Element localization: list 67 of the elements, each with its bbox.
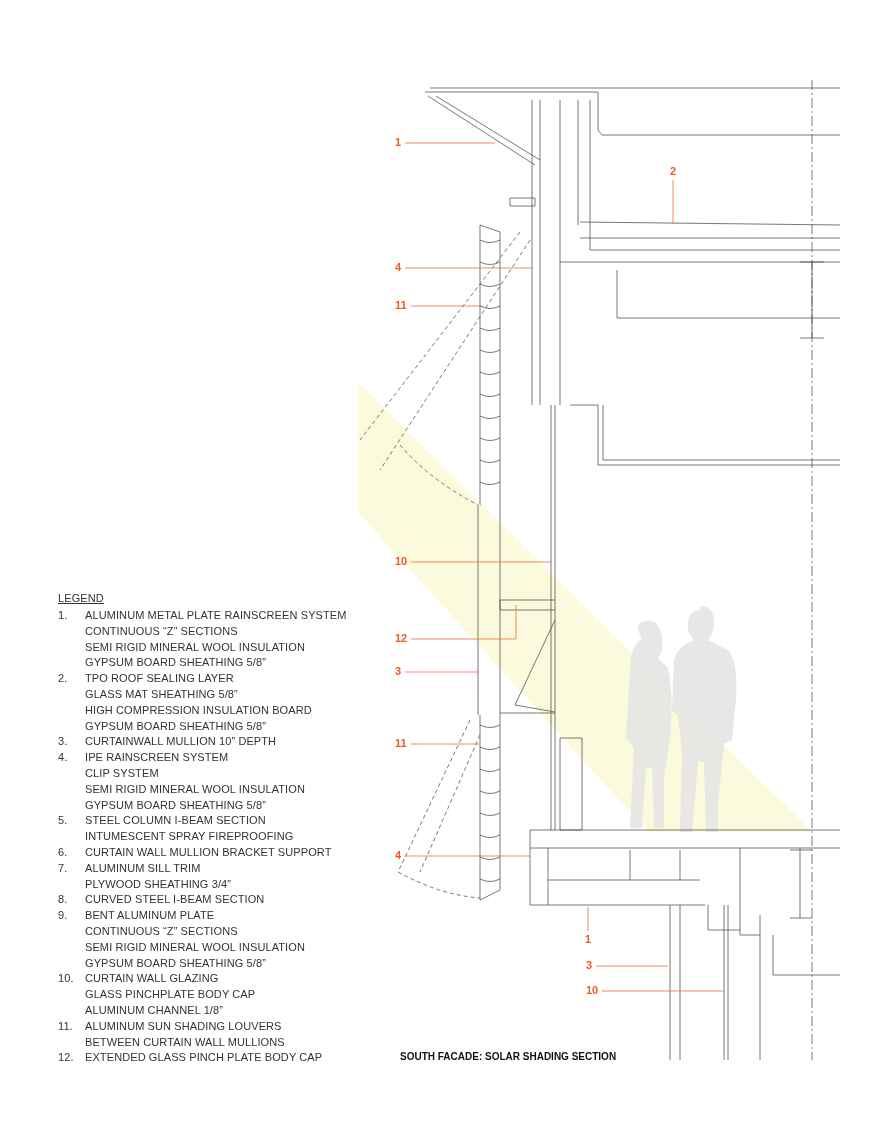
legend-text: GLASS PINCHPLATE BODY CAP <box>85 988 256 1002</box>
legend-heading: LEGEND <box>58 592 104 605</box>
leader-line <box>601 990 725 992</box>
legend-text: EXTENDED GLASS PINCH PLATE BODY CAP <box>85 1051 323 1065</box>
caption: SOUTH FACADE: SOLAR SHADING SECTION <box>400 1051 617 1062</box>
callout-number: 4 <box>395 261 402 274</box>
leader-line <box>410 604 517 640</box>
leader-line <box>587 906 589 932</box>
callout-number: 3 <box>395 665 402 678</box>
callout-number: 10 <box>395 555 408 568</box>
legend-text: GYPSUM BOARD SHEATHING 5/8” <box>85 719 266 733</box>
legend-text: TPO ROOF SEALING LAYER <box>85 672 234 686</box>
leader-line <box>410 561 552 563</box>
legend-text: SEMI RIGID MINERAL WOOL INSULATION <box>85 940 305 954</box>
legend-text: GYPSUM BOARD SHEATHING 5/8” <box>85 956 266 970</box>
leader-line <box>404 267 534 269</box>
legend-text: GYPSUM BOARD SHEATHING 5/8” <box>85 798 266 812</box>
legend-number: 3. <box>58 735 68 749</box>
legend-text: CONTINUOUS “Z” SECTIONS <box>85 925 238 938</box>
legend-text: CURTAIN WALL GLAZING <box>85 972 219 986</box>
legend-text: CONTINUOUS “Z” SECTIONS <box>85 624 238 638</box>
legend-number: 10. <box>58 972 74 986</box>
legend-text: CURTAIN WALL MULLION BRACKET SUPPORT <box>85 846 332 859</box>
leader-line <box>672 179 674 225</box>
leader-line <box>404 855 531 857</box>
legend-text: GYPSUM BOARD SHEATHING 5/8” <box>85 656 266 670</box>
leader-line <box>404 671 480 673</box>
legend-text: PLYWOOD SHEATHING 3/4” <box>85 877 232 891</box>
callout-number: 4 <box>395 849 402 862</box>
legend-number: 11. <box>58 1019 73 1033</box>
legend-text: STEEL COLUMN I-BEAM SECTION <box>85 814 266 828</box>
legend-text: ALUMINUM SUN SHADING LOUVERS <box>85 1019 282 1033</box>
callout-number: 10 <box>586 984 599 997</box>
legend-text: CURTAINWALL MULLION 10” DEPTH <box>85 735 277 749</box>
callout-number: 11 <box>395 737 407 750</box>
callout-number: 3 <box>586 959 593 972</box>
legend-text: SEMI RIGID MINERAL WOOL INSULATION <box>85 782 305 796</box>
legend-text: HIGH COMPRESSION INSULATION BOARD <box>85 703 312 717</box>
legend-text: IPE RAINSCREEN SYSTEM <box>85 751 229 765</box>
legend-text: CLIP SYSTEM <box>85 767 159 780</box>
legend-number: 12. <box>58 1051 74 1065</box>
callout-number: 12 <box>395 632 408 645</box>
leader-line <box>404 142 496 144</box>
legend-text: ALUMINUM SILL TRIM <box>85 861 201 875</box>
callout-number: 1 <box>395 136 402 149</box>
legend-number: 7. <box>58 861 68 875</box>
legend-number: 6. <box>58 846 68 859</box>
callout-number: 11 <box>395 299 407 312</box>
legend-text: GLASS MAT SHEATHING 5/8” <box>85 688 238 701</box>
legend-number: 9. <box>58 909 68 923</box>
legend-number: 2. <box>58 672 68 686</box>
legend-text: ALUMINUM CHANNEL 1/8” <box>85 1004 223 1017</box>
callout-number: 2 <box>670 165 677 178</box>
legend-number: 1. <box>58 609 68 622</box>
leader-line <box>410 305 484 307</box>
leader-line <box>595 965 669 967</box>
legend-number: 8. <box>58 893 68 907</box>
legend-number: 4. <box>58 751 68 765</box>
legend-text: SEMI RIGID MINERAL WOOL INSULATION <box>85 640 305 654</box>
legend-text: CURVED STEEL I-BEAM SECTION <box>85 893 265 907</box>
leader-line <box>410 743 480 745</box>
legend-text: BENT ALUMINUM PLATE <box>85 909 215 923</box>
legend-text: ALUMINUM METAL PLATE RAINSCREEN SYSTEM <box>85 609 347 622</box>
legend-text: BETWEEN CURTAIN WALL MULLIONS <box>85 1035 285 1049</box>
callout-number: 1 <box>585 933 592 946</box>
legend-number: 5. <box>58 814 68 828</box>
legend-text: INTUMESCENT SPRAY FIREPROOFING <box>85 830 294 844</box>
